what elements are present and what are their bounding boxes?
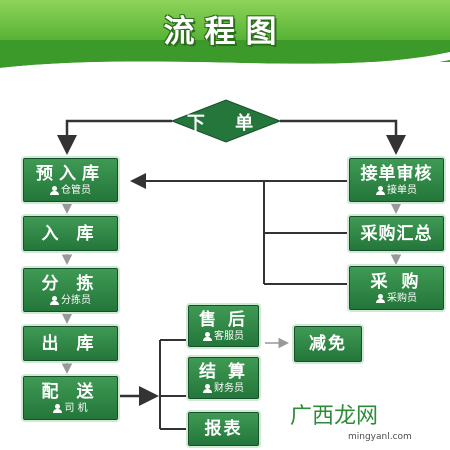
- node-label: 预入库: [36, 163, 105, 184]
- node-role: 客服员: [203, 331, 244, 343]
- person-icon: [203, 384, 212, 393]
- node-pre-stock: 预入库 仓管员: [23, 158, 118, 202]
- node-stock-in: 入 库: [23, 216, 118, 251]
- node-label: 入 库: [41, 223, 100, 244]
- node-after-sales: 售 后 客服员: [188, 305, 259, 347]
- node-role: 分拣员: [50, 295, 91, 307]
- node-order-review: 接单审核 接单员: [349, 158, 444, 202]
- node-role: 财务员: [203, 383, 244, 395]
- node-role: 采购员: [376, 293, 417, 305]
- person-icon: [50, 186, 59, 195]
- person-icon: [53, 404, 63, 413]
- node-label: 分 拣: [41, 273, 100, 294]
- start-label: 下 单: [186, 113, 266, 134]
- node-label: 出 库: [41, 333, 100, 354]
- node-waiver: 减免: [294, 326, 362, 362]
- node-label: 采 购: [370, 271, 423, 292]
- node-role: 接单员: [376, 185, 417, 197]
- person-icon: [50, 296, 59, 305]
- node-delivery: 配 送 司 机: [23, 376, 118, 420]
- person-icon: [376, 186, 385, 195]
- node-label: 报表: [204, 419, 243, 439]
- connector-start-left: [57, 119, 172, 155]
- watermark-logo: 广西龙网: [290, 404, 379, 429]
- node-role: 仓管员: [50, 185, 91, 197]
- person-icon: [376, 294, 385, 303]
- node-role: 司 机: [53, 403, 88, 415]
- node-report: 报表: [188, 412, 259, 446]
- header-wave: [0, 40, 450, 74]
- node-label: 采购汇总: [360, 223, 433, 244]
- page-title: 流程图: [163, 14, 287, 50]
- node-purchase: 采 购 采购员: [349, 266, 444, 310]
- watermark-url: mingyanl.com: [348, 432, 412, 442]
- node-label: 售 后: [199, 309, 248, 330]
- node-label: 减免: [309, 334, 347, 354]
- node-label: 配 送: [41, 381, 100, 402]
- node-settlement: 结 算 财务员: [188, 357, 259, 399]
- node-label: 结 算: [199, 361, 248, 382]
- person-icon: [203, 332, 212, 341]
- node-label: 接单审核: [360, 163, 433, 184]
- node-sorting: 分 拣 分拣员: [23, 268, 118, 312]
- node-purchase-summary: 采购汇总: [349, 216, 444, 251]
- connector-start-right: [280, 119, 406, 155]
- node-stock-out: 出 库: [23, 326, 118, 361]
